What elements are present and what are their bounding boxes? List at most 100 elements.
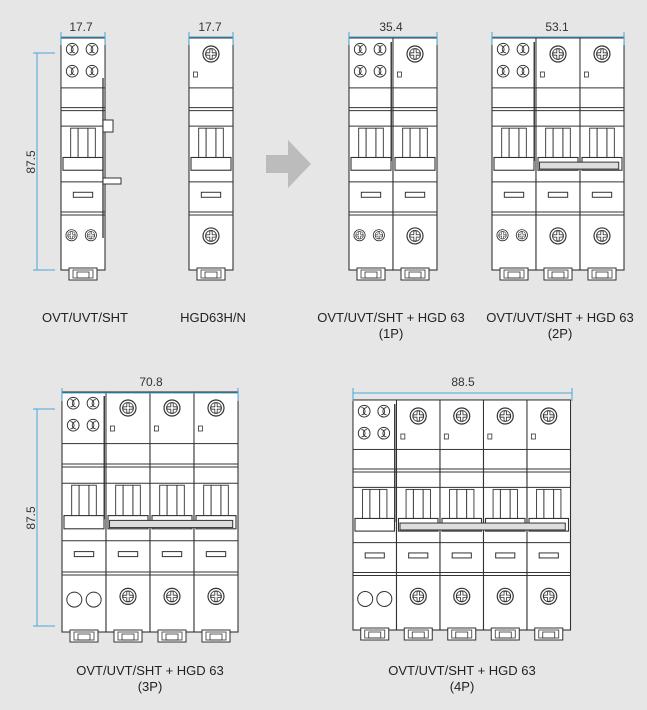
combo-4p-pole-2-indicator: [443, 433, 449, 440]
combo-3p-accessory-window: [73, 551, 95, 558]
combo-2p-pole-2-handle-guide: [589, 127, 615, 159]
arrow-right-icon: [266, 140, 311, 188]
combo-3p-pole-1-handle-guide: [115, 484, 141, 517]
combo-4p-pole-2-din-clip: [447, 627, 477, 641]
combo-3p-accessory-handle-guide: [71, 484, 97, 517]
combo-4p-accessory-din-clip: [360, 627, 390, 641]
device-group: [33, 32, 625, 643]
dim-ovt-width: 17.7: [69, 20, 93, 34]
combo-2p-pole-1-din-clip: [543, 267, 573, 281]
combo-1p-accessory-aux-contact-2: [373, 42, 387, 56]
combo-2p-accessory-aux-contact-3: [496, 64, 510, 78]
combo-2p-pole-2-indicator: [584, 71, 589, 78]
combo-2p-accessory-din-clip: [499, 267, 529, 281]
caption-hgd: HGD63H/N: [180, 310, 246, 325]
combo-2p-pole-2-bottom-screw: [593, 227, 611, 245]
combo-2p-accessory-window: [503, 191, 525, 198]
ovt-unit-bottom-screw-2: [84, 229, 97, 242]
ovt-unit-aux-contact-3: [65, 64, 79, 78]
dim-height-top: 87.5: [24, 150, 38, 174]
hgd-unit-top-screw: [202, 45, 220, 63]
combo-1p-pole-1-window: [404, 191, 426, 198]
combo-2p-accessory-aux-contact-1: [496, 42, 510, 56]
caption-3p-sub: (3P): [138, 679, 163, 694]
combo-2p-pole-2-din-clip: [587, 267, 617, 281]
caption-2p-sub: (2P): [548, 326, 573, 341]
combo-2p-pole-2-window: [591, 191, 613, 198]
combo-4p-pole-1-handle-guide: [405, 488, 431, 520]
combo-3p-pole-2-indicator: [153, 425, 159, 432]
combo-4p-pole-4-top-screw: [540, 407, 558, 425]
ovt-unit-aux-contact-1: [65, 42, 79, 56]
dim-4p-width: 88.5: [451, 375, 475, 389]
combo-3p-accessory-handle: [63, 515, 105, 530]
combo-1p-pole-1-din-clip: [400, 267, 430, 281]
hgd-unit-handle: [190, 156, 232, 171]
combo-2p-pole-1-handle-guide: [545, 127, 571, 159]
combo-4p-pole-1-indicator: [400, 433, 406, 440]
combo-1p-accessory-bottom-screw-1: [353, 229, 366, 242]
combo-1p-accessory-aux-contact-3: [353, 64, 367, 78]
combo-4p-pole-3-window: [495, 552, 516, 559]
combo-3p-pole-2-bottom-screw: [163, 587, 181, 606]
combo-3p-trip-bar: [109, 519, 234, 529]
combo-3p-accessory-aux-contact-2: [86, 396, 100, 410]
ovt-unit-handle: [62, 156, 104, 171]
combo-4p-pole-4-bottom-screw: [540, 587, 558, 605]
combo-1p-pole-1-handle: [394, 156, 436, 171]
combo-4p-accessory-handle-guide: [362, 488, 388, 520]
caption-ovt: OVT/UVT/SHT: [42, 310, 128, 325]
dim-2p-width: 53.1: [545, 20, 569, 34]
combo-4p-accessory-low-contact-1: [357, 590, 374, 607]
combo-4p-pole-2-top-screw: [453, 407, 471, 425]
combo-2p-accessory-aux-contact-2: [516, 42, 530, 56]
combo-4p-accessory-aux-contact-4: [377, 426, 391, 440]
combo-3p-pole-3-bottom-screw: [207, 587, 225, 606]
hgd-unit-bottom-screw: [202, 227, 220, 245]
hgd-unit-din-clip: [196, 267, 226, 281]
combo-3p-accessory-low-contact-1: [66, 591, 83, 608]
combo-4p-pole-2-bottom-screw: [453, 587, 471, 605]
caption-4p-sub: (4P): [450, 679, 475, 694]
combo-1p-accessory-din-clip: [356, 267, 386, 281]
combo-4p-pole-3-handle-guide: [492, 488, 518, 520]
combo-3p-accessory-low-contact-2: [85, 591, 102, 608]
combo-2p-trip-bar: [539, 161, 620, 170]
combo-1p-accessory-bottom-screw-2: [372, 229, 385, 242]
combo-4p-pole-4-window: [538, 552, 559, 559]
ovt-side-pin: [102, 177, 122, 185]
ovt-unit-aux-contact-2: [85, 42, 99, 56]
dim-height-bottom: 87.5: [24, 506, 38, 530]
combo-1p-accessory-aux-contact-4: [373, 64, 387, 78]
combo-4p-pole-3-indicator: [487, 433, 493, 440]
combo-3p-accessory-aux-contact-1: [66, 396, 80, 410]
combo-2p-accessory-bottom-screw-2: [515, 229, 528, 242]
ovt-side-lug: [102, 119, 114, 133]
combo-4p-pole-1-bottom-screw: [409, 587, 427, 605]
combo-1p-accessory-aux-contact-1: [353, 42, 367, 56]
combo-2p-accessory-bottom-screw-1: [496, 229, 509, 242]
combo-4p-accessory-aux-contact-3: [357, 426, 371, 440]
combo-4p-accessory-aux-contact-1: [357, 404, 371, 418]
dim-hgd-width: 17.7: [198, 20, 222, 34]
combo-2p-accessory-handle-guide: [501, 127, 527, 159]
combo-2p-pole-1-indicator: [540, 71, 545, 78]
ovt-unit-bottom-screw-1: [65, 229, 78, 242]
dim-1p-width: 35.4: [379, 20, 403, 34]
ovt-unit-window: [72, 191, 94, 198]
ovt-unit-din-clip: [68, 267, 98, 281]
combo-2p-pole-1-window: [547, 191, 569, 198]
combo-4p-pole-4-din-clip: [534, 627, 564, 641]
combo-4p-pole-1-window: [408, 552, 429, 559]
combo-4p-pole-3-din-clip: [490, 627, 520, 641]
combo-4p-accessory-low-contact-2: [376, 590, 393, 607]
combo-2p-accessory-aux-contact-4: [516, 64, 530, 78]
combo-1p-accessory-handle: [350, 156, 392, 171]
combo-4p-pole-1-din-clip: [403, 627, 433, 641]
combo-3p-pole-3-window: [205, 551, 227, 558]
combo-3p-pole-2-handle-guide: [159, 484, 185, 517]
combo-4p-pole-3-top-screw: [496, 407, 514, 425]
combo-4p-pole-2-handle-guide: [449, 488, 475, 520]
combo-3p-pole-1-bottom-screw: [119, 587, 137, 606]
